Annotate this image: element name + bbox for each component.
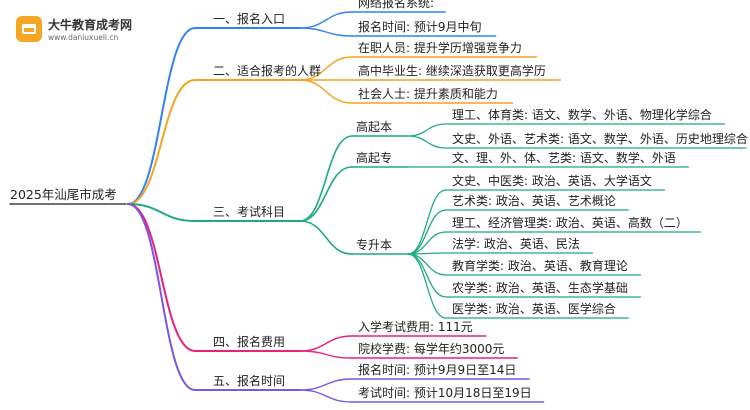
subject-item: 农学类: 政治、英语、生态学基础 [452, 281, 628, 295]
subject-item: 理工、体育类: 语文、数学、外语、物理化学综合 [452, 108, 712, 122]
branch-1: 一、报名入口 [213, 12, 286, 26]
book-icon [16, 16, 42, 42]
leaf-item: 报名时间: 预计9月9日至14日 [358, 363, 517, 377]
subtopic-2: 高起专 [356, 151, 393, 165]
branch-5: 五、报名时间 [213, 374, 286, 388]
branch-4: 四、报名费用 [213, 335, 286, 349]
leaf-item: 报名时间: 预计9月中旬 [358, 20, 482, 34]
branch-2: 二、适合报考的人群 [213, 64, 322, 78]
subtopic-1: 高起本 [356, 120, 393, 134]
subject-item: 医学类: 政治、英语、医学综合 [452, 302, 616, 316]
leaf-item: 院校学费: 每学年约3000元 [358, 342, 505, 356]
subtopic-3: 专升本 [356, 238, 393, 252]
subject-item: 文、理、外、体、艺类: 语文、数学、外语 [452, 151, 676, 165]
subject-item: 文史、外语、艺术类: 语文、数学、外语、历史地理综合 [452, 132, 748, 146]
logo-name: 大牛教育成考网 [48, 18, 133, 32]
leaf-item: 高中毕业生: 继续深造获取更高学历 [358, 64, 546, 78]
leaf-item: 入学考试费用: 111元 [358, 320, 473, 334]
subject-item: 艺术类: 政治、英语、艺术概论 [452, 194, 616, 208]
site-logo: 大牛教育成考网 www.daniuxueli.cn [10, 10, 180, 50]
leaf-item: 网络报名系统: [358, 0, 435, 10]
subject-item: 法学: 政治、英语、民法 [452, 237, 580, 251]
subject-item: 理工、经济管理类: 政治、英语、高数（二） [452, 216, 688, 230]
root-topic: 2025年汕尾市成考 [10, 187, 117, 202]
logo-url: www.daniuxueli.cn [48, 33, 119, 42]
leaf-item: 在职人员: 提升学历增强竞争力 [358, 41, 522, 55]
branch-3: 三、考试科目 [213, 205, 286, 219]
leaf-item: 考试时间: 预计10月18日至19日 [358, 386, 532, 400]
leaf-item: 社会人士: 提升素质和能力 [358, 87, 498, 101]
subject-item: 教育学类: 政治、英语、教育理论 [452, 259, 628, 273]
subject-item: 文史、中医类: 政治、英语、大学语文 [452, 174, 652, 188]
